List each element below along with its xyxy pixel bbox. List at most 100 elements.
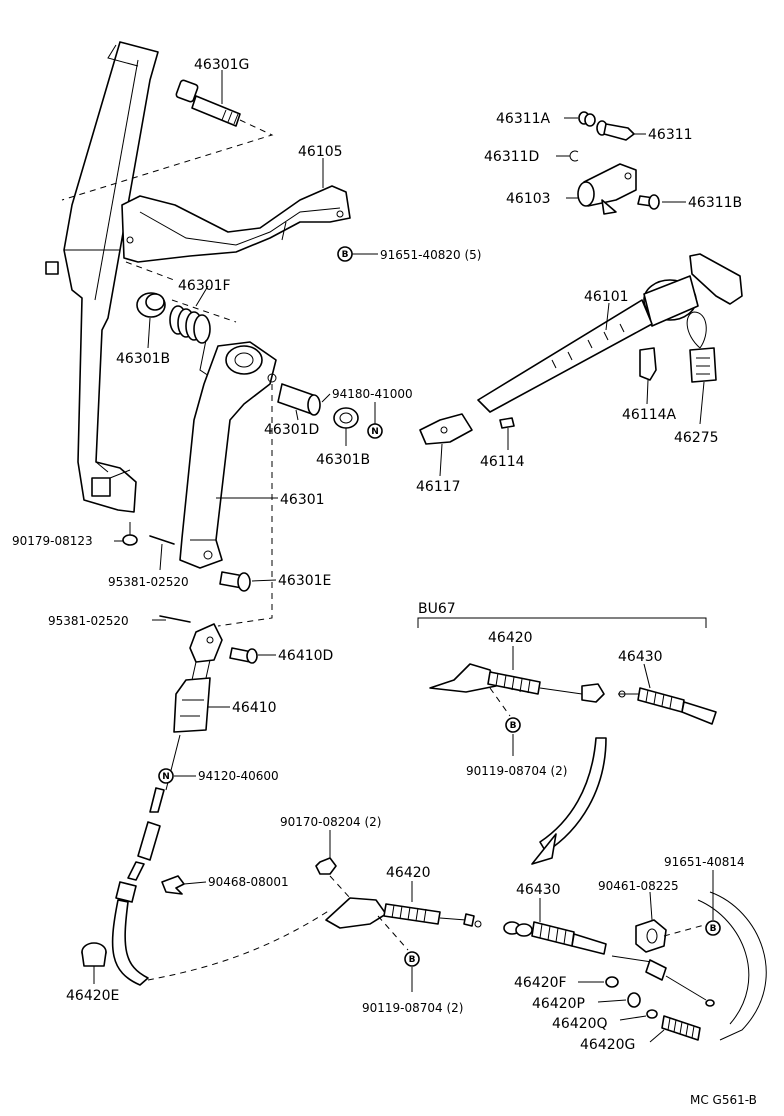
dash-line <box>489 687 511 717</box>
mount-outline <box>709 891 767 1041</box>
cable-bu67-46420 <box>429 663 605 703</box>
clamp-90461 <box>635 919 667 953</box>
label-90119-08704-b: 90119-08704 (2) <box>466 764 568 778</box>
transition-arrow <box>531 737 607 865</box>
label-90179-08123: 90179-08123 <box>12 534 93 548</box>
nut-symbol: N <box>367 423 383 439</box>
dash-line <box>663 923 709 937</box>
label-46420F: 46420F <box>514 975 567 991</box>
bracket-46105 <box>121 185 351 263</box>
bracket-46103 <box>577 163 637 215</box>
label-46101: 46101 <box>584 289 629 305</box>
collar-46301D <box>277 383 321 416</box>
bolt-46301G <box>175 79 241 127</box>
spring-46301F <box>169 305 213 379</box>
dash-line <box>171 299 237 323</box>
svg-text:B: B <box>409 955 416 965</box>
svg-text:B: B <box>510 721 517 731</box>
bolt-symbol: B <box>505 717 521 733</box>
dash-line <box>147 909 331 981</box>
clevis-46410 <box>173 623 223 733</box>
label-94120-40600: 94120-40600 <box>198 769 279 783</box>
dash-line <box>217 384 273 627</box>
label-46420-bu67: 46420 <box>488 630 533 646</box>
handle-rod-46101 <box>419 253 743 445</box>
label-46410D: 46410D <box>278 648 333 664</box>
cap-46114A <box>639 347 657 381</box>
label-90468-08001: 90468-08001 <box>208 875 289 889</box>
spring-46311A <box>578 111 596 127</box>
svg-text:N: N <box>371 427 379 437</box>
dash-line <box>377 915 409 951</box>
cable-middle-46420 <box>325 897 482 929</box>
label-46420G: 46420G <box>580 1037 635 1053</box>
label-90119-08704-a: 90119-08704 (2) <box>362 1001 464 1015</box>
cotter-pin <box>149 535 175 545</box>
nut-90179 <box>122 522 138 546</box>
label-46311B: 46311B <box>688 195 742 211</box>
bu67-bracket-line <box>417 617 707 628</box>
spring-46420G <box>661 1015 701 1041</box>
pin-46114 <box>499 417 515 429</box>
label-46311A: 46311A <box>496 111 551 127</box>
dash-line <box>125 261 175 281</box>
cable-bu67-46430 <box>618 687 717 725</box>
label-46420E: 46420E <box>66 988 119 1004</box>
dash-line <box>329 875 351 899</box>
label-46430-lower: 46430 <box>516 882 561 898</box>
cable-46430-lower <box>503 921 607 955</box>
label-bu67: BU67 <box>418 601 456 617</box>
pin-46311B <box>637 194 660 210</box>
label-46301D: 46301D <box>264 422 319 438</box>
label-46301F: 46301F <box>178 278 231 294</box>
nut-symbol: N <box>158 768 174 784</box>
cable-left <box>111 734 181 986</box>
bracket-frame <box>45 41 159 513</box>
reference-code: MC G561-B <box>690 1093 757 1107</box>
label-46301E: 46301E <box>278 573 331 589</box>
part-labels: 46301G 46105 91651-40820 (5) 46301F 4630… <box>12 57 757 1107</box>
label-46301B: 46301B <box>116 351 170 367</box>
cotter-pin <box>159 615 191 623</box>
ring-46420Q <box>646 1009 658 1019</box>
cable-end-lower <box>611 955 715 1007</box>
pin-46301E <box>219 571 251 592</box>
tag-46275 <box>686 311 717 383</box>
label-90461-08225: 90461-08225 <box>598 879 679 893</box>
pin-46311 <box>596 120 635 141</box>
label-46105: 46105 <box>298 144 343 160</box>
svg-text:B: B <box>710 924 717 934</box>
label-94180-41000: 94180-41000 <box>332 387 413 401</box>
collar-46420P <box>627 992 641 1008</box>
nut-90170 <box>315 857 337 875</box>
label-46301G: 46301G <box>194 57 249 73</box>
label-91651-40820: 91651-40820 (5) <box>380 248 482 262</box>
bushing-46301B-lower <box>333 407 359 429</box>
label-46420-middle: 46420 <box>386 865 431 881</box>
label-46420Q: 46420Q <box>552 1016 608 1032</box>
clip-46311D <box>569 150 579 162</box>
label-91651-40814: 91651-40814 <box>664 855 745 869</box>
bolt-symbol: B <box>404 951 420 967</box>
label-46301B-lower: 46301B <box>316 452 370 468</box>
clip-90468 <box>161 875 185 895</box>
label-46301: 46301 <box>280 492 325 508</box>
bolt-symbol: B <box>337 246 353 262</box>
label-46117: 46117 <box>416 479 461 495</box>
pedal-arm-46301 <box>179 341 277 569</box>
leader-lines <box>93 70 714 1043</box>
dash-line <box>61 119 274 201</box>
label-90170-08204: 90170-08204 (2) <box>280 815 382 829</box>
label-46103: 46103 <box>506 191 551 207</box>
washer-46420F <box>605 976 619 988</box>
label-46114: 46114 <box>480 454 525 470</box>
label-46311: 46311 <box>648 127 693 143</box>
svg-text:B: B <box>342 250 349 260</box>
label-95381-02520: 95381-02520 <box>108 575 189 589</box>
label-46311D: 46311D <box>484 149 539 165</box>
label-46430-bu67: 46430 <box>618 649 663 665</box>
label-95381-02520-b: 95381-02520 <box>48 614 129 628</box>
grommet-46420E <box>81 942 107 967</box>
